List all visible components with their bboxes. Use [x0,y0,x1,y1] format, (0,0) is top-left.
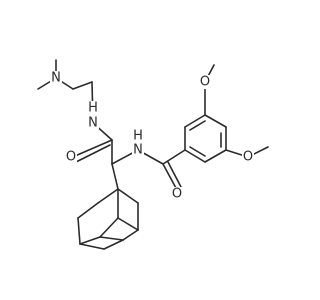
atom-label-layer: N N H O N H O O O [50,71,254,202]
atom-label-o-amide-right: O [172,187,182,202]
atom-label-h-amide-top: H [88,101,98,116]
atom-o-methoxy-right: O [242,150,254,165]
atom-o-methoxy-top: O [199,75,211,90]
atom-label-n-amide-mid: N [133,143,143,158]
atom-label-o-amide-left: O [66,150,76,165]
bond-ad-12 [117,217,139,231]
bond-ring-3 [204,114,227,128]
atom-label-o-methoxy-top: O [200,75,210,90]
bond-alpha-to-adamantane [111,163,119,190]
atom-o-amide-left: O [65,150,77,165]
bond-ad-2 [117,188,139,204]
bond-co-right-a [162,163,178,191]
atom-label-n-amide-top: N [88,116,98,131]
atom-nh-amide-top: N H [87,101,99,131]
bond-ring-5 [204,149,227,163]
bond-ad-4 [77,202,99,219]
bond-co-left-a [74,139,113,157]
bond-ad-9 [103,239,124,250]
atom-label-h-amide-mid: H [133,129,143,144]
bond-ad-10 [122,229,139,241]
bond-ad-8 [79,243,105,250]
bond-ring-dbl-3 [189,146,206,157]
atom-n-dimethylamino: N [50,71,62,86]
bond-ad-6 [99,217,119,238]
bond-ethylene [72,81,93,90]
bond-ring-6 [184,149,206,163]
atom-label-n-dimethylamino: N [51,71,61,86]
atom-label-o-methoxy-right: O [243,150,253,165]
bond-ad-13 [79,236,101,245]
bond-co-left-b [75,144,111,163]
bond-ad-7 [77,217,81,245]
bond-ring-dbl-1 [189,120,206,131]
bond-co-right-b [167,161,182,188]
bond-ad-11 [99,236,124,241]
molecule-structure-diagram: N N H O N H O O O [37,59,269,250]
bond-ad-1 [97,188,119,204]
atom-o-amide-right: O [171,187,183,202]
atom-nh-amide-mid: N H [132,129,144,158]
bond-ring-2 [184,114,206,128]
bond-carbonyl-to-ring [162,149,186,165]
